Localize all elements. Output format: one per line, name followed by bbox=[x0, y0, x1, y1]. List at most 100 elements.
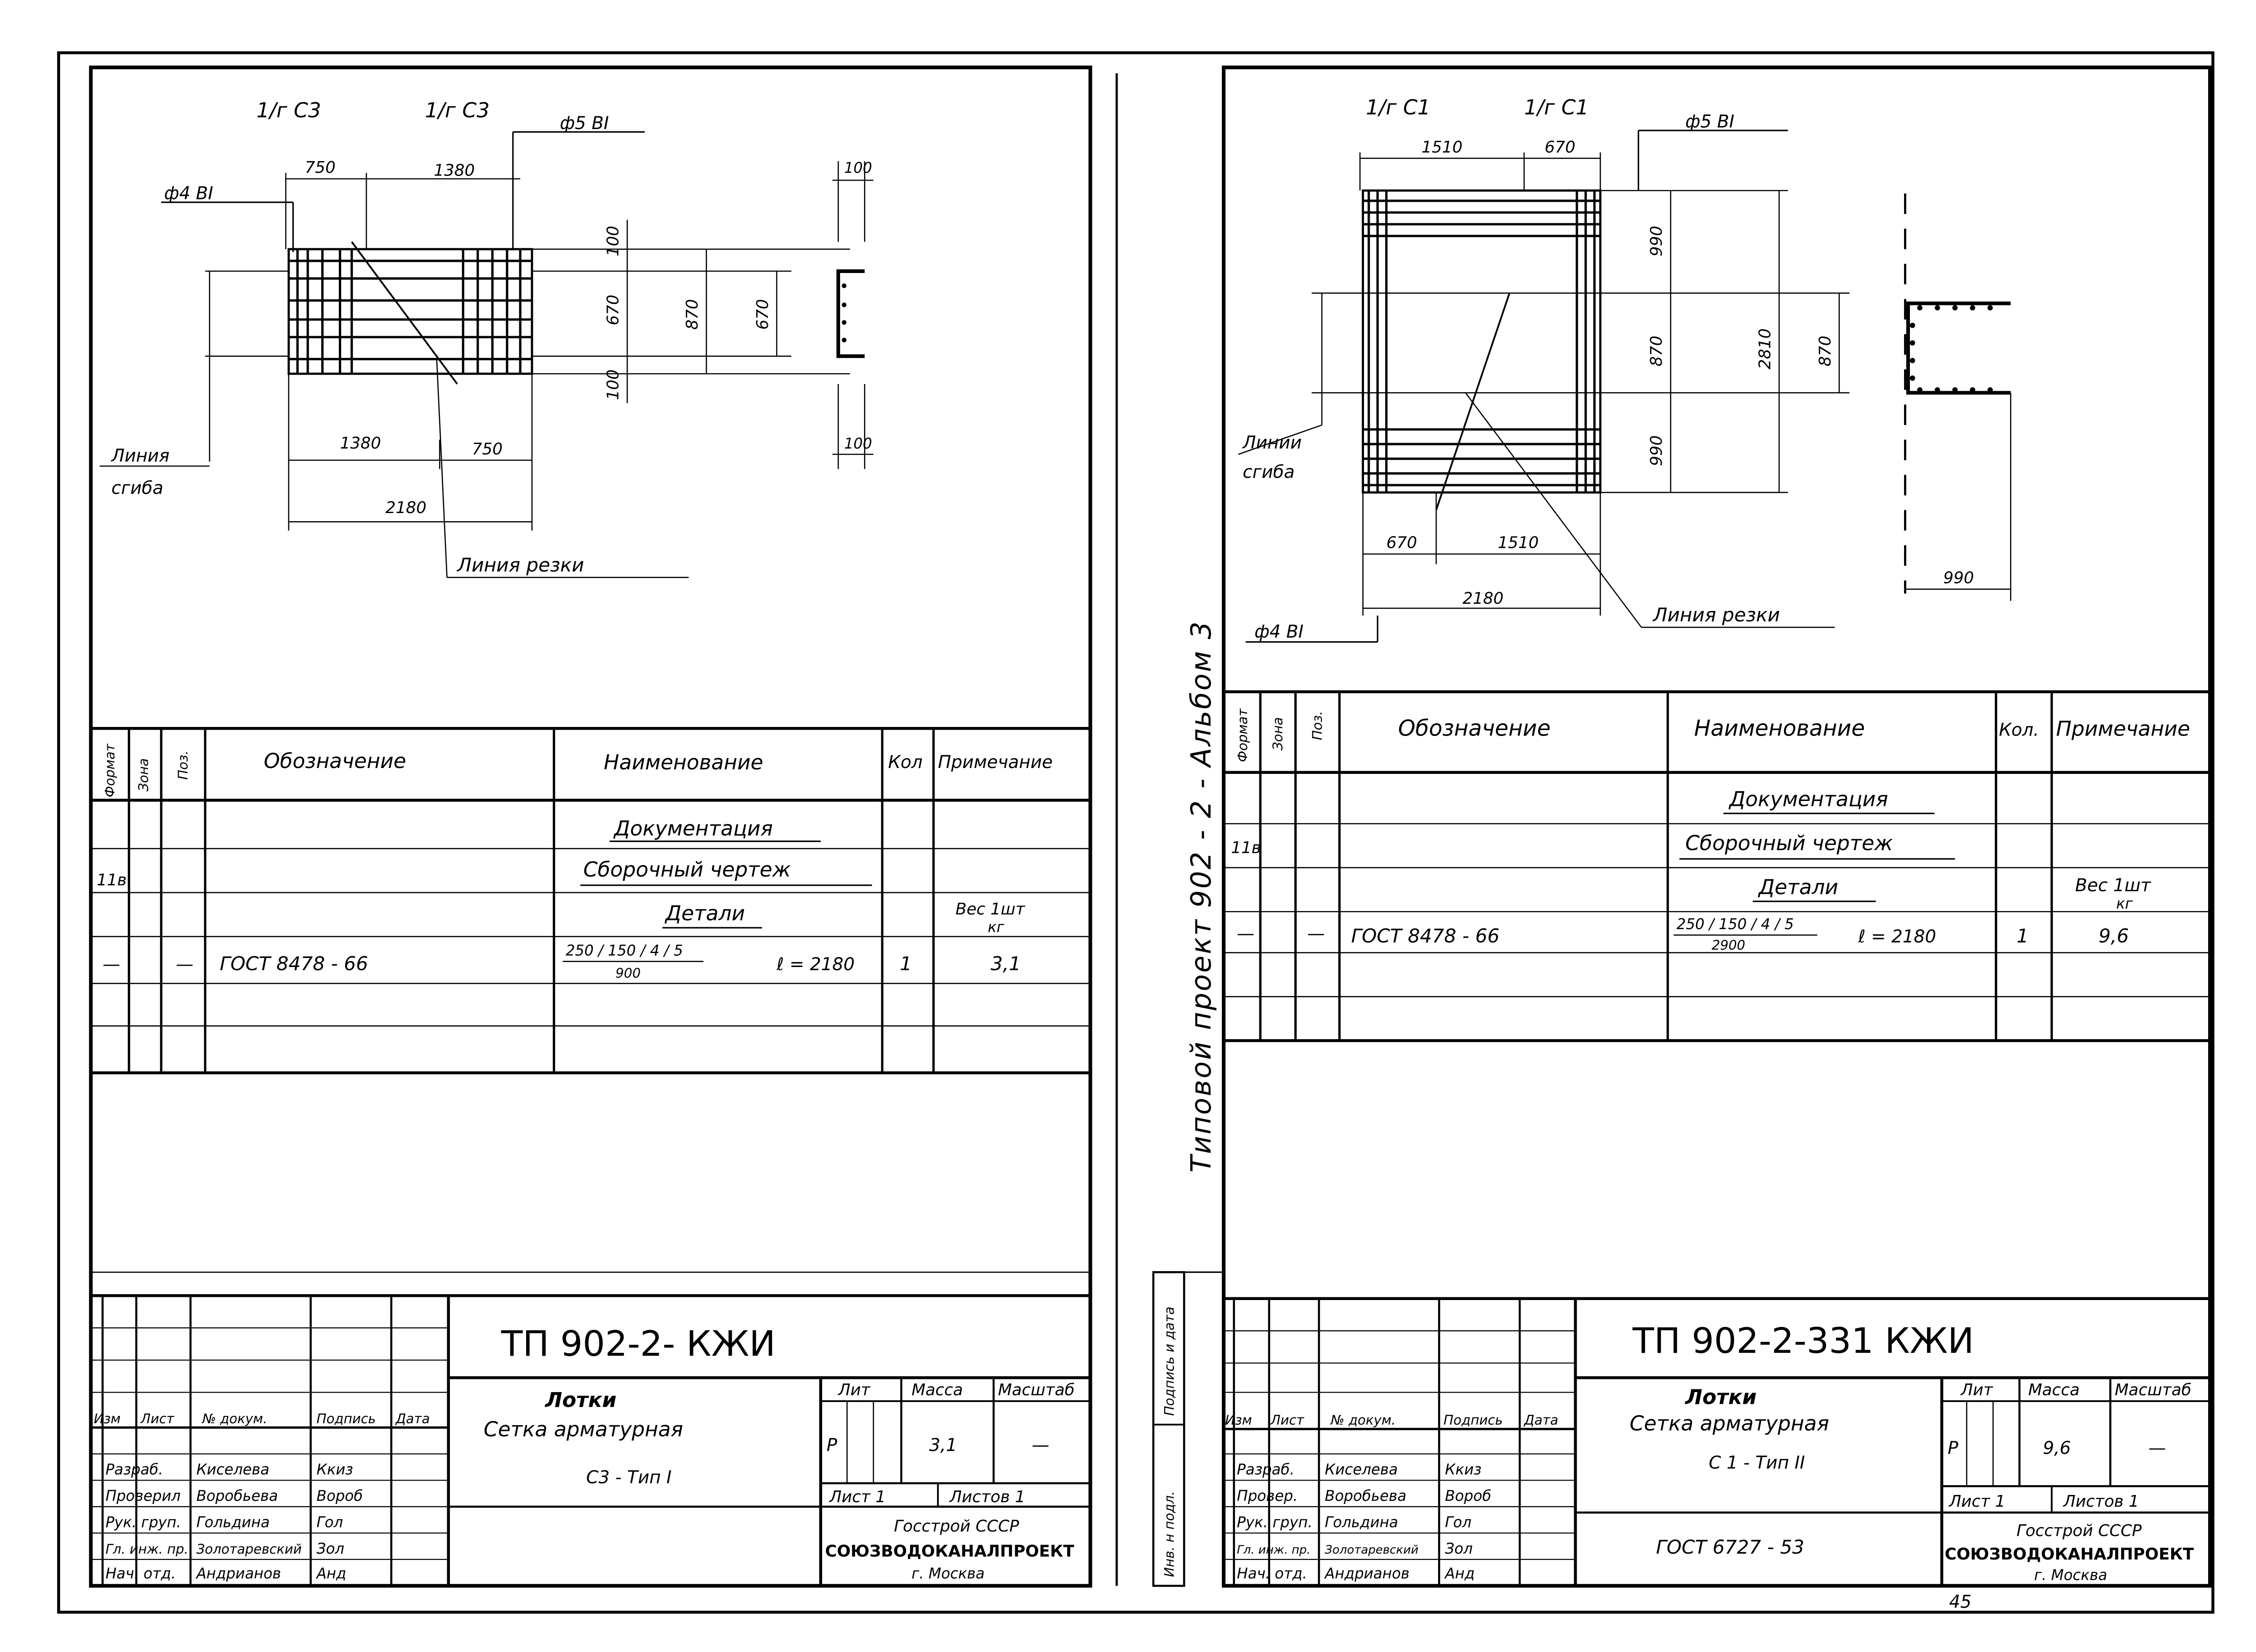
name-5: Андрианов bbox=[1324, 1565, 1410, 1582]
dim-vert-2: 670 bbox=[604, 295, 623, 325]
tb-col-izm: Изм bbox=[1225, 1412, 1252, 1428]
scale-head: Масштаб bbox=[998, 1381, 1075, 1399]
org-line-3: г. Москва bbox=[911, 1565, 985, 1582]
half-label-2: 1/г С3 bbox=[425, 98, 490, 122]
page-number: 45 bbox=[1949, 1592, 1972, 1612]
dim-bottom-4: 990 bbox=[1943, 569, 1974, 588]
sheet-no: Лист 1 bbox=[828, 1488, 886, 1506]
assembly-drawing: Сборочный чертеж bbox=[583, 857, 791, 881]
tb-col-izm: Изм bbox=[94, 1411, 120, 1426]
dim-side-2: 100 bbox=[844, 435, 872, 452]
sheet-no: Лист 1 bbox=[1948, 1492, 2006, 1511]
role-4: Гл. инж. пр. bbox=[106, 1541, 188, 1557]
signature-1: Ккиз bbox=[1445, 1461, 1482, 1478]
rebar-dist-label: ф4 ВI bbox=[164, 184, 213, 204]
role-1: Разраб. bbox=[106, 1461, 163, 1478]
role-3: Рук. груп. bbox=[106, 1513, 181, 1531]
right-spec-table: Формат Зона Поз. Обозначение Наименовани… bbox=[1224, 690, 2210, 1042]
lit-head: Лит bbox=[1960, 1381, 1993, 1399]
dim-vert-5: 870 bbox=[1816, 336, 1835, 366]
dim-top-1: 750 bbox=[305, 158, 336, 177]
side-label: Типовой проект 902 - 2 - Альбом 3 Подпис… bbox=[1152, 620, 1224, 1587]
tb-col-list: Лист bbox=[140, 1411, 175, 1426]
row-format: — bbox=[1237, 924, 1254, 944]
right-mesh-drawing: 1/г С1 1/г С1 ф5 ВI 1510 670 bbox=[1238, 95, 2011, 643]
hdr-qty: Кол bbox=[888, 752, 922, 773]
cut-line-label: Линия резки bbox=[1652, 604, 1780, 626]
dim-top-1: 1510 bbox=[1422, 138, 1463, 157]
role-5: Нач. отд. bbox=[106, 1565, 176, 1582]
section-details: Детали bbox=[1758, 875, 1838, 899]
cut-line-label: Линия резки bbox=[456, 554, 584, 576]
half-label-1: 1/г С1 bbox=[1366, 95, 1430, 119]
signature-5: Анд bbox=[1444, 1565, 1475, 1582]
hdr-name: Наименование bbox=[604, 750, 763, 774]
right-sheet-frame bbox=[1222, 65, 2212, 1588]
right-title-block: Изм Лист № докум. Подпись Дата Разраб. П… bbox=[1224, 1297, 2210, 1586]
dim-vert-3: 990 bbox=[1647, 435, 1666, 466]
role-2: Провер. bbox=[1237, 1487, 1298, 1504]
dim-vert-4: 870 bbox=[683, 299, 702, 330]
mass-head: Масса bbox=[911, 1381, 963, 1399]
row-note: 3,1 bbox=[991, 953, 1021, 975]
doc-code: ТП 902-2-331 КЖИ bbox=[1632, 1321, 1974, 1361]
tb-col-doc: № докум. bbox=[201, 1411, 267, 1426]
mass-head: Масса bbox=[2028, 1381, 2080, 1399]
half-label-1: 1/г С3 bbox=[256, 98, 321, 122]
scale-head: Масштаб bbox=[2115, 1381, 2191, 1399]
tb-col-date: Дата bbox=[395, 1411, 430, 1426]
mass-value: 3,1 bbox=[929, 1435, 957, 1456]
assembly-format: 11в bbox=[97, 871, 127, 889]
title-line-2: Сетка арматурная bbox=[484, 1417, 683, 1441]
stamp-sign-date: Подпись и дата bbox=[1162, 1307, 1177, 1416]
dim-vert-5: 670 bbox=[754, 299, 772, 330]
row-zone: — bbox=[176, 954, 194, 975]
dim-top-2: 670 bbox=[1544, 138, 1575, 157]
hdr-name: Наименование bbox=[1694, 716, 1865, 741]
hdr-pos: Поз. bbox=[1310, 711, 1325, 740]
dim-vert-2: 870 bbox=[1647, 336, 1666, 366]
assembly-drawing: Сборочный чертеж bbox=[1685, 831, 1893, 855]
signature-1: Ккиз bbox=[317, 1461, 353, 1478]
name-3: Гольдина bbox=[196, 1513, 270, 1531]
org-line-1: Госстрой СССР bbox=[894, 1517, 1019, 1536]
title-line-3: С3 - Тип I bbox=[586, 1467, 671, 1488]
row-name-bottom: 2900 bbox=[1712, 938, 1745, 953]
name-1: Киселева bbox=[1325, 1461, 1398, 1478]
left-title-block: Изм Лист № докум. Подпись Дата Разраб. П… bbox=[91, 1271, 1091, 1586]
hdr-designation: Обозначение bbox=[1398, 716, 1551, 741]
org-line-2: СОЮЗВОДОКАНАЛПРОЕКТ bbox=[1945, 1545, 2194, 1564]
name-5: Андрианов bbox=[195, 1565, 281, 1582]
hdr-pos: Поз. bbox=[176, 750, 191, 780]
signature-2: Вороб bbox=[1445, 1487, 1492, 1504]
note-weight-head: Вес 1шт bbox=[956, 900, 1026, 919]
left-sheet-frame bbox=[89, 65, 1092, 1588]
signature-2: Вороб bbox=[317, 1487, 363, 1504]
dim-bottom-1: 1380 bbox=[340, 434, 381, 453]
row-name-top: 250 / 150 / 4 / 5 bbox=[566, 942, 683, 959]
tb-col-doc: № докум. bbox=[1330, 1412, 1396, 1428]
signature-5: Анд bbox=[316, 1565, 347, 1582]
signature-3: Гол bbox=[317, 1513, 343, 1531]
name-1: Киселева bbox=[196, 1461, 269, 1478]
rebar-main-label: ф5 ВI bbox=[1685, 112, 1734, 132]
doc-code: ТП 902-2- КЖИ bbox=[501, 1323, 776, 1364]
section-documentation: Документация bbox=[613, 816, 773, 840]
title-line-1: Лотки bbox=[544, 1388, 616, 1412]
dim-vert-4: 2810 bbox=[1756, 329, 1775, 370]
hdr-qty: Кол. bbox=[1999, 720, 2039, 740]
name-2: Воробьева bbox=[196, 1487, 278, 1504]
tb-col-sign: Подпись bbox=[317, 1411, 376, 1426]
name-3: Гольдина bbox=[1325, 1513, 1398, 1531]
dim-top-2: 1380 bbox=[434, 162, 475, 180]
row-qty: 1 bbox=[2016, 925, 2029, 947]
lit-value: Р bbox=[1948, 1438, 1959, 1458]
row-note: 9,6 bbox=[2099, 925, 2129, 947]
row-name-top: 250 / 150 / 4 / 5 bbox=[1677, 916, 1794, 933]
left-spec-table: Формат Зона Поз. Обозначение Наименовани… bbox=[91, 727, 1091, 1074]
section-details: Детали bbox=[665, 902, 745, 925]
sheets-total: Листов 1 bbox=[949, 1488, 1026, 1506]
role-5: Нач. отд. bbox=[1237, 1565, 1307, 1582]
side-project-label: Типовой проект 902 - 2 - Альбом 3 bbox=[1185, 620, 1217, 1172]
name-2: Воробьева bbox=[1325, 1487, 1406, 1504]
